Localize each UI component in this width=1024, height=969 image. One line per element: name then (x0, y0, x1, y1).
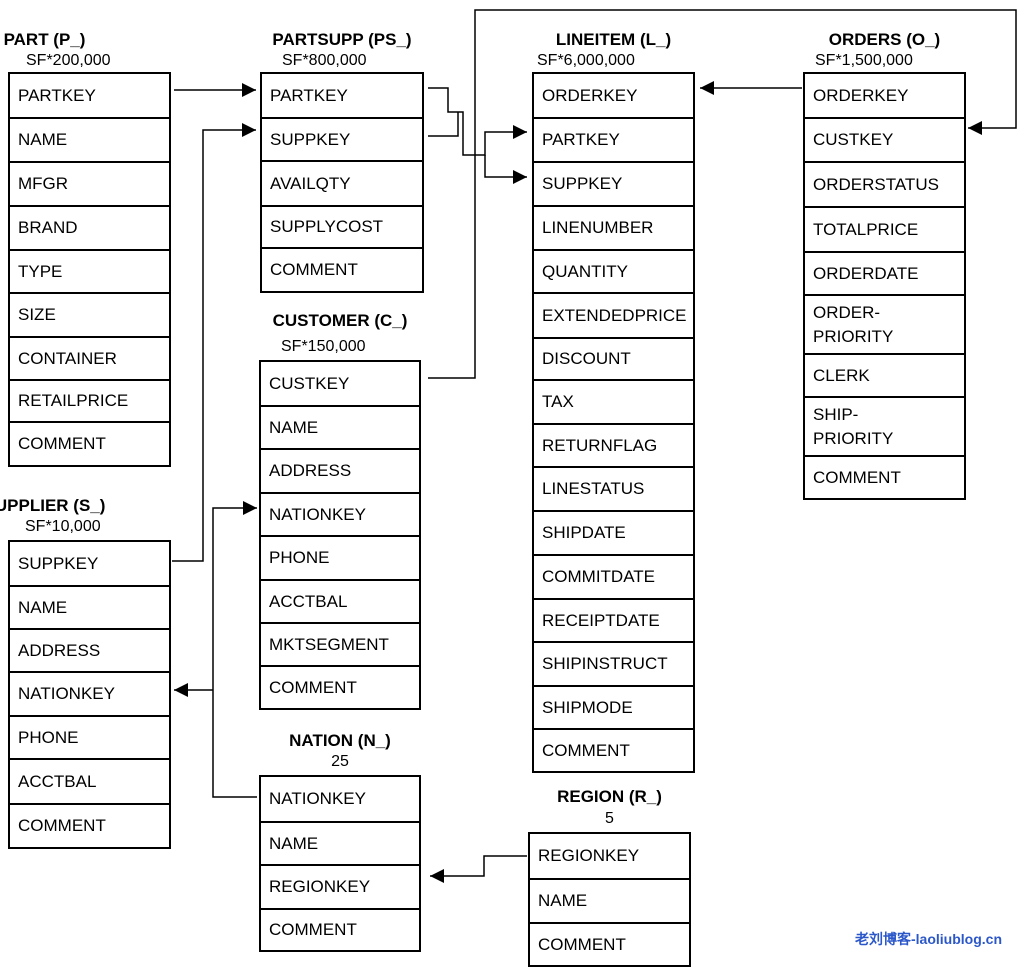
table-orders-sf: SF*1,500,000 (815, 52, 913, 69)
column-orders-orderdate: ORDERDATE (805, 251, 964, 294)
column-partsupp-supplycost: SUPPLYCOST (262, 205, 422, 247)
column-orders-totalprice: TOTALPRICE (805, 206, 964, 251)
column-lineitem-returnflag: RETURNFLAG (534, 423, 693, 466)
column-part-mfgr: MFGR (10, 161, 169, 205)
link-partsupp-lineitem-suppkey (484, 155, 527, 184)
column-lineitem-shipdate: SHIPDATE (534, 510, 693, 554)
table-region-sf: 5 (605, 810, 614, 827)
column-part-retailprice: RETAILPRICE (10, 379, 169, 421)
column-supplier-comment: COMMENT (10, 803, 169, 847)
column-lineitem-linestatus: LINESTATUS (534, 466, 693, 510)
column-lineitem-commitdate: COMMITDATE (534, 554, 693, 598)
table-region-title: REGION (R_) (557, 787, 662, 806)
column-nation-name: NAME (261, 821, 419, 864)
column-customer-name: NAME (261, 405, 419, 448)
table-part-sf: SF*200,000 (26, 52, 111, 69)
column-customer-acctbal: ACCTBAL (261, 579, 419, 622)
column-orders-clerk: CLERK (805, 353, 964, 396)
column-supplier-phone: PHONE (10, 715, 169, 758)
table-lineitem-title: LINEITEM (L_) (555, 30, 672, 49)
link-partsupp-partkey (428, 87, 527, 156)
link-partsupp-suppkey (428, 112, 459, 137)
column-nation-comment: COMMENT (261, 908, 419, 950)
watermark: 老刘博客-laoliublog.cn (855, 931, 1002, 947)
column-region-comment: COMMENT (530, 922, 689, 965)
column-part-comment: COMMENT (10, 421, 169, 465)
table-customer-sf: SF*150,000 (281, 338, 366, 355)
column-partsupp-comment: COMMENT (262, 247, 422, 291)
column-part-partkey: PARTKEY (18, 85, 96, 105)
column-orders-orderpriority: ORDER-PRIORITY (805, 294, 964, 353)
table-partsupp-title: PARTSUPP (PS_) (272, 30, 412, 49)
table-part-title: PART (P_) (3, 30, 86, 49)
column-lineitem-discount: DISCOUNT (534, 337, 693, 379)
table-supplier-title: SUPPLIER (S_) (0, 496, 106, 515)
link-nation-customer (212, 501, 257, 798)
table-nation-title: NATION (N_) (289, 731, 391, 750)
column-customer-nationkey: NATIONKEY (261, 492, 419, 535)
column-orders-shippriority: SHIP-PRIORITY (805, 396, 964, 455)
column-part-brand: BRAND (10, 205, 169, 249)
link-supplier-partsupp (172, 123, 256, 562)
column-supplier-nationkey: NATIONKEY (10, 671, 169, 715)
column-customer-custkey: CUSTKEY (269, 373, 350, 393)
column-customer-mktsegment: MKTSEGMENT (261, 622, 419, 665)
column-lineitem-quantity: QUANTITY (534, 249, 693, 292)
column-lineitem-partkey: PARTKEY (534, 117, 693, 161)
table-partsupp-sf: SF*800,000 (282, 52, 367, 69)
column-nation-nationkey: NATIONKEY (269, 789, 366, 808)
link-customer-orders (428, 9, 1017, 379)
column-orders-orderstatus: ORDERSTATUS (805, 161, 964, 206)
column-customer-phone: PHONE (261, 535, 419, 579)
column-partsupp-availqty: AVAILQTY (262, 160, 422, 205)
column-lineitem-suppkey: SUPPKEY (534, 161, 693, 205)
column-nation-regionkey: REGIONKEY (261, 864, 419, 908)
table-nation-sf: 25 (331, 753, 349, 770)
column-partsupp-suppkey: SUPPKEY (262, 117, 422, 160)
column-lineitem-receiptdate: RECEIPTDATE (534, 598, 693, 641)
column-orders-comment: COMMENT (805, 455, 964, 498)
column-lineitem-tax: TAX (534, 379, 693, 423)
column-orders-custkey: CUSTKEY (805, 117, 964, 161)
table-supplier-sf: SF*10,000 (25, 518, 101, 535)
link-region-nation (430, 855, 527, 883)
column-supplier-suppkey: SUPPKEY (18, 553, 99, 573)
column-part-type: TYPE (10, 249, 169, 292)
table-orders-title: ORDERS (O_) (828, 30, 941, 49)
table-lineitem-sf: SF*6,000,000 (537, 52, 635, 69)
column-customer-address: ADDRESS (261, 448, 419, 492)
column-orders-orderkey: ORDERKEY (813, 85, 909, 105)
column-part-container: CONTAINER (10, 336, 169, 379)
column-lineitem-extendedprice: EXTENDEDPRICE (534, 292, 693, 337)
column-part-size: SIZE (10, 292, 169, 336)
column-region-regionkey: REGIONKEY (538, 846, 640, 865)
column-region-name: NAME (530, 878, 689, 922)
column-partsupp-partkey: PARTKEY (270, 85, 348, 105)
column-lineitem-linenumber: LINENUMBER (534, 205, 693, 249)
column-customer-comment: COMMENT (261, 665, 419, 708)
column-lineitem-comment: COMMENT (534, 728, 693, 771)
column-supplier-address: ADDRESS (10, 628, 169, 671)
table-customer-title: CUSTOMER (C_) (272, 311, 408, 330)
column-lineitem-shipmode: SHIPMODE (534, 685, 693, 728)
column-supplier-name: NAME (10, 585, 169, 628)
column-lineitem-shipinstruct: SHIPINSTRUCT (534, 641, 693, 685)
column-supplier-acctbal: ACCTBAL (10, 758, 169, 803)
column-part-name: NAME (10, 117, 169, 161)
column-lineitem-orderkey: ORDERKEY (542, 85, 638, 105)
